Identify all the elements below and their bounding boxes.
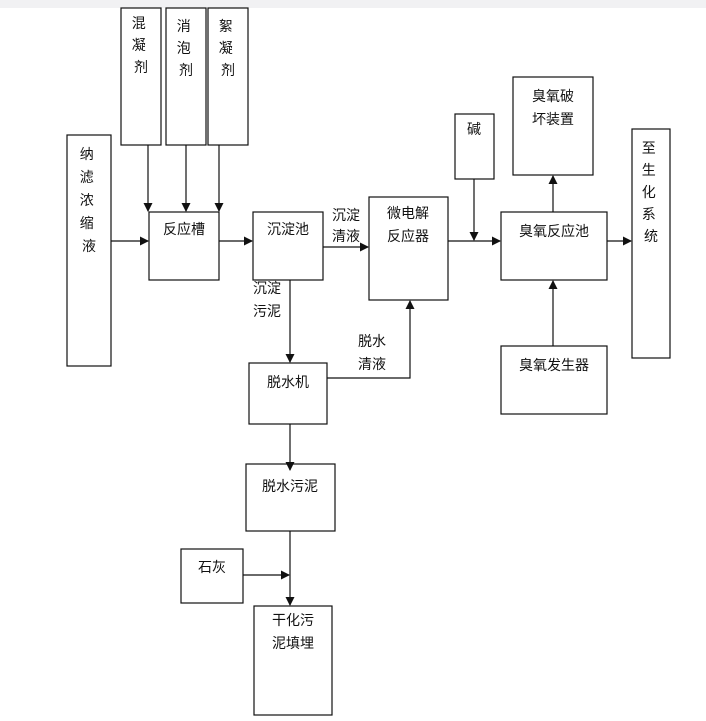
defoamer-char: 剂 <box>179 63 193 79</box>
landfill-label-line2: 泥填埋 <box>272 636 314 652</box>
biochem-system-char: 化 <box>642 185 656 201</box>
defoamer-label: 消 泡 剂 <box>177 19 195 79</box>
biochem-system-box <box>631 128 671 359</box>
ozone-destruct-label-line2: 坏装置 <box>532 112 574 128</box>
lime-box <box>180 548 244 604</box>
nf-concentrate-char: 浓 <box>80 193 94 209</box>
flocculant-char: 絮 <box>219 18 233 35</box>
nf-concentrate-char: 液 <box>82 239 96 255</box>
reaction-tank-box <box>148 211 220 281</box>
dewatering-machine-box <box>248 362 328 425</box>
nf-concentrate-label: 纳 滤 浓 缩 液 <box>80 147 98 255</box>
nf-concentrate-char: 滤 <box>80 170 94 186</box>
dewater-liquid-to-electrolysis-arrow <box>327 300 415 379</box>
ozone-reaction-tank-box <box>500 211 608 281</box>
biochem-system-char: 至 <box>642 141 656 157</box>
flocculant-box <box>207 7 249 146</box>
landfill-box <box>253 605 333 716</box>
coagulant-box <box>120 7 162 146</box>
flocculant-char: 剂 <box>221 63 235 79</box>
micro-electrolysis-label-line2: 反应器 <box>387 228 429 245</box>
dewater-liquid-label-line2: 清液 <box>358 357 386 373</box>
flocculant-char: 凝 <box>219 41 233 57</box>
settled-sludge-label-line1: 沉淀 <box>253 281 281 297</box>
nf-concentrate-char: 缩 <box>80 216 94 232</box>
dewatered-sludge-label: 脱水污泥 <box>262 479 318 495</box>
defoamer-char: 泡 <box>177 41 191 57</box>
sedimentation-tank-label: 沉淀池 <box>267 222 309 238</box>
biochem-system-char: 生 <box>642 163 656 179</box>
ozone-generator-label: 臭氧发生器 <box>519 358 589 374</box>
landfill-label-line1: 干化污 <box>272 613 314 629</box>
defoamer-char: 消 <box>177 19 191 35</box>
coagulant-char: 混 <box>132 16 146 32</box>
biochem-system-char: 系 <box>642 207 656 223</box>
ozone-destruct-label-line1: 臭氧破 <box>532 89 574 105</box>
coagulant-char: 凝 <box>132 38 146 54</box>
alkali-label: 碱 <box>467 122 481 138</box>
dewatered-sludge-box <box>245 463 336 532</box>
top-bar <box>0 0 706 8</box>
biochem-system-label: 至 生 化 系 统 <box>642 141 660 245</box>
coagulant-label: 混 凝 剂 <box>132 16 150 76</box>
ozone-destruct-box <box>512 76 594 176</box>
settled-sludge-label-line2: 污泥 <box>253 304 281 320</box>
settled-liquid-label-line1: 沉淀 <box>332 208 360 224</box>
nf-concentrate-char: 纳 <box>80 147 94 163</box>
settled-liquid-label-line2: 清液 <box>332 229 360 245</box>
nf-concentrate-box <box>66 134 112 367</box>
flocculant-label: 絮 凝 剂 <box>219 18 237 79</box>
defoamer-box <box>165 7 207 146</box>
micro-electrolysis-label-line1: 微电解 <box>387 206 429 222</box>
ozone-generator-box <box>500 345 608 415</box>
coagulant-char: 剂 <box>134 60 148 76</box>
reaction-tank-label: 反应槽 <box>163 221 205 238</box>
ozone-reaction-tank-label: 臭氧反应池 <box>519 223 589 240</box>
lime-label: 石灰 <box>198 560 226 576</box>
dewatering-machine-label: 脱水机 <box>267 375 309 391</box>
dewater-liquid-label-line1: 脱水 <box>358 334 386 350</box>
sedimentation-tank-box <box>252 211 324 281</box>
biochem-system-char: 统 <box>644 229 658 245</box>
